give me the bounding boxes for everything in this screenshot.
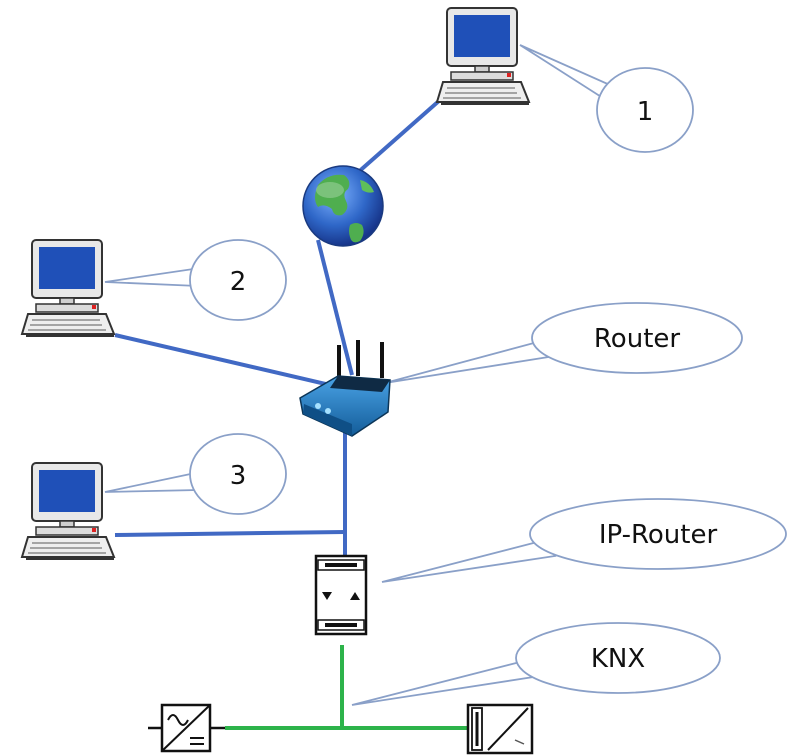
callout-pc3: 3 xyxy=(104,433,287,515)
callout-label-pc3: 3 xyxy=(230,461,247,491)
callout-router: Router xyxy=(384,302,743,384)
callout-label-router: Router xyxy=(594,324,680,354)
computer-icon xyxy=(436,7,530,106)
callout-pc2: 2 xyxy=(104,239,287,321)
links xyxy=(114,98,470,730)
link-pc1-internet xyxy=(353,98,442,177)
link-pc3-iprouter xyxy=(114,530,346,537)
callout-ip-router: IP-Router xyxy=(381,498,787,583)
computer-icon xyxy=(21,462,115,561)
callout-label-pc1: 1 xyxy=(637,97,654,127)
callout-label-ip-router: IP-Router xyxy=(599,520,718,550)
knx-device-icon xyxy=(466,703,534,755)
callout-label-knx: KNX xyxy=(591,644,645,674)
computer-icon xyxy=(21,239,115,338)
power-supply-icon xyxy=(148,703,225,753)
callout-label-pc2: 2 xyxy=(230,267,247,297)
link-internet-router xyxy=(316,239,354,376)
wifi-router-icon xyxy=(299,340,391,437)
link-pc2-router xyxy=(114,333,331,387)
callout-knx: KNX xyxy=(351,622,721,706)
globe-icon xyxy=(302,165,384,247)
callouts: 1 2 3 Router IP-Router KNX xyxy=(104,44,787,706)
ip-router-device-icon xyxy=(314,554,368,636)
callout-pc1: 1 xyxy=(519,44,694,153)
